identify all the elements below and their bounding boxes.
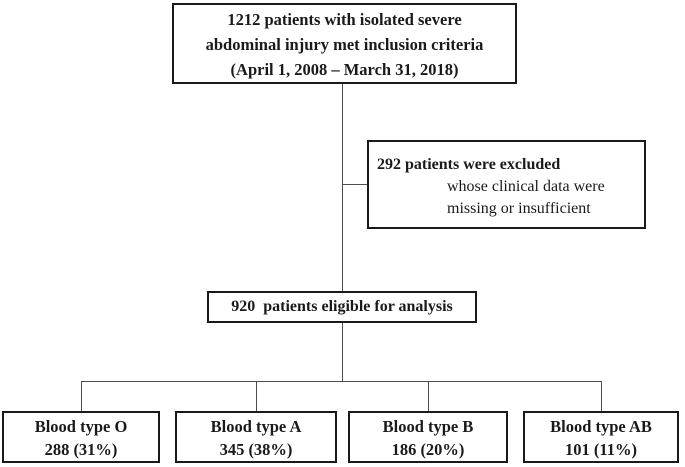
exclusion-box: 292 patients were excluded whose clinica… <box>367 140 646 229</box>
drop-line-blood-type-ab <box>601 381 602 411</box>
connector-top-to-eligible <box>342 84 343 291</box>
connector-to-exclusion <box>342 184 367 185</box>
blood-type-a-label: Blood type A <box>210 417 302 436</box>
blood-type-ab-value: 101 (11%) <box>565 440 637 459</box>
drop-line-blood-type-b <box>428 381 429 411</box>
blood-type-o-label: Blood type O <box>34 417 128 436</box>
blood-type-b-value: 186 (20%) <box>391 440 465 459</box>
blood-type-o-value: 288 (31%) <box>44 440 118 459</box>
blood-type-a-box: Blood type A 345 (38%) <box>175 411 337 463</box>
branch-line <box>81 381 601 382</box>
connector-eligible-to-branch <box>342 323 343 381</box>
eligible-box: 920 patients eligible for analysis <box>207 291 477 323</box>
inclusion-line-2: abdominal injury met inclusion criteria <box>205 35 484 54</box>
blood-type-b-box: Blood type B 186 (20%) <box>348 411 508 463</box>
drop-line-blood-type-o <box>81 381 82 411</box>
inclusion-line-1: 1212 patients with isolated severe <box>227 10 462 29</box>
exclusion-title: 292 patients were excluded <box>377 156 561 173</box>
inclusion-line-3: (April 1, 2008 – March 31, 2018) <box>230 60 459 79</box>
drop-line-blood-type-a <box>256 381 257 411</box>
exclusion-detail-1: whose clinical data were <box>447 178 605 195</box>
inclusion-criteria-box: 1212 patients with isolated severe abdom… <box>172 3 517 84</box>
blood-type-o-box: Blood type O 288 (31%) <box>2 411 160 463</box>
exclusion-detail-2: missing or insufficient <box>447 200 591 217</box>
blood-type-a-value: 345 (38%) <box>219 440 293 459</box>
blood-type-ab-label: Blood type AB <box>550 417 652 436</box>
blood-type-b-label: Blood type B <box>382 417 474 436</box>
blood-type-ab-box: Blood type AB 101 (11%) <box>523 411 679 463</box>
eligible-label: 920 patients eligible for analysis <box>231 298 453 315</box>
